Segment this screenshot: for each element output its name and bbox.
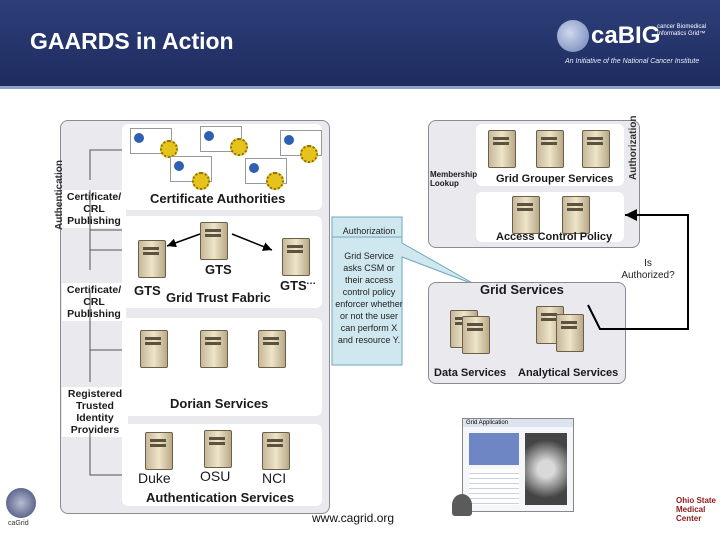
trust-arrows <box>166 233 273 251</box>
gts-dots-label: … <box>306 276 316 287</box>
callout-body: Grid Service asks CSM or their access co… <box>335 251 403 345</box>
connector-lines <box>89 149 122 476</box>
seal-icon <box>160 140 178 158</box>
idp-duke-label: Duke <box>138 470 171 486</box>
grid-services-label: Grid Services <box>480 282 564 297</box>
is-authorized-label: Is Authorized? <box>621 258 675 281</box>
grid-trust-fabric-label: Grid Trust Fabric <box>166 290 271 305</box>
dorian-server-icon <box>140 330 168 368</box>
user-figure-icon <box>452 494 472 516</box>
slide-header: GAARDS in Action caBIG cancer Biomedical… <box>0 0 720 89</box>
analytical-services-label: Analytical Services <box>518 367 619 379</box>
logo-tagline: An Initiative of the National Cancer Ins… <box>565 58 700 65</box>
policy-server-icon <box>512 196 540 234</box>
grouper-server-icon <box>582 130 610 168</box>
data-service-server-icon <box>462 316 490 354</box>
dorian-services-label: Dorian Services <box>170 396 269 411</box>
grid-grouper-services-label: Grid Grouper Services <box>496 173 614 185</box>
seal-icon <box>266 172 284 190</box>
gts-center-label: GTS <box>205 262 232 277</box>
gts-server-icon <box>282 238 310 276</box>
osu-medical-center-logo: Ohio State Medical Center <box>676 496 717 523</box>
access-control-policy-label: Access Control Policy <box>496 231 613 243</box>
grid-application-title: Grid Application <box>463 419 573 427</box>
registered-idp-label: Registered Trusted Identity Providers <box>62 387 128 437</box>
ct-scan-image <box>525 433 567 505</box>
gts-server-icon <box>138 240 166 278</box>
dorian-server-icon <box>258 330 286 368</box>
cagrid-logo-text: caGrid <box>8 520 29 527</box>
globe-icon <box>557 20 589 52</box>
policy-server-icon <box>562 196 590 234</box>
slide-title: GAARDS in Action <box>30 28 234 54</box>
membership-lookup-label: Membership Lookup <box>430 170 478 188</box>
is-authorized-loop <box>587 209 689 330</box>
dorian-server-icon <box>200 330 228 368</box>
callout-title: Authorization <box>342 226 396 236</box>
idp-server-icon <box>204 430 232 468</box>
certificate-authorities-label: Certificate Authorities <box>150 191 286 206</box>
idp-server-icon <box>262 432 290 470</box>
authorization-callout <box>331 216 477 366</box>
data-services-label: Data Services <box>434 367 507 379</box>
seal-icon <box>300 145 318 163</box>
cert-crl-publishing-label-2: Certificate/ CRL Publishing <box>62 283 126 321</box>
logo-subtext: cancer Biomedical Informatics Grid™ <box>657 24 707 37</box>
idp-nci-label: NCI <box>262 470 287 486</box>
authentication-services-label: Authentication Services <box>146 490 295 505</box>
cagrid-url: www.cagrid.org <box>312 511 395 525</box>
logo-text: caBIG <box>591 22 661 49</box>
authorization-vertical-label: Authorization <box>628 115 639 180</box>
gts-server-icon <box>200 222 228 260</box>
seal-icon <box>192 172 210 190</box>
seal-icon <box>230 138 248 156</box>
grouper-server-icon <box>488 130 516 168</box>
cert-crl-publishing-label: Certificate/ CRL Publishing <box>62 190 126 228</box>
grid-application-window: Grid Application <box>462 418 574 512</box>
data-grid-image <box>469 469 519 505</box>
idp-osu-label: OSU <box>200 468 231 484</box>
gts-right-label: GTS <box>280 278 307 293</box>
cagrid-logo <box>6 488 36 518</box>
cabig-logo: caBIG cancer Biomedical Informatics Grid… <box>557 18 707 68</box>
us-map-image <box>469 433 519 465</box>
analytical-service-server-icon <box>556 314 584 352</box>
grouper-server-icon <box>536 130 564 168</box>
access-control-box <box>476 192 624 242</box>
gts-left-label: GTS <box>134 283 161 298</box>
idp-server-icon <box>145 432 173 470</box>
